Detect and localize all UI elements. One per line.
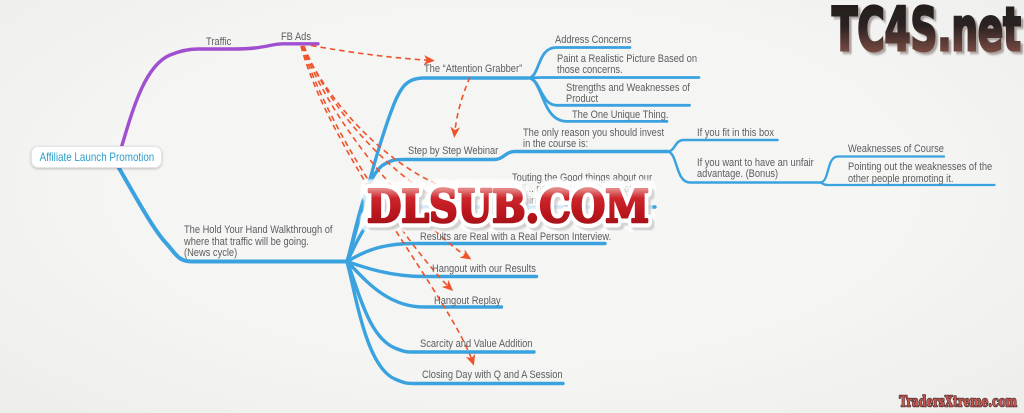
- node-unfair-advantage[interactable]: If you want to have an unfair advantage.…: [697, 156, 814, 181]
- node-attention-grabber[interactable]: The “Attention Grabber”: [424, 62, 523, 75]
- watermark-center: DLSUB.COM DLSUB.COM DLSUB.COM DLSUB.COM: [357, 170, 659, 243]
- node-closing-day[interactable]: Closing Day with Q and A Session: [422, 369, 563, 382]
- watermark-center-halo: DLSUB.COM: [367, 180, 649, 233]
- watermark-center-text: DLSUB.COM: [367, 180, 649, 233]
- node-fb-ads[interactable]: FB Ads: [280, 30, 311, 43]
- node-hangout-replay[interactable]: Hangout Replay: [433, 294, 501, 307]
- node-pointing-out[interactable]: Pointing out the weaknesses of the other…: [848, 161, 993, 185]
- root-label: Affiliate Launch Promotion: [39, 150, 154, 164]
- node-results-real[interactable]: Results are Real with a Real Person Inte…: [419, 230, 611, 243]
- branch-results-real: [345, 241, 607, 264]
- node-only-reason[interactable]: The only reason you should invest in the…: [522, 126, 664, 151]
- node-traffic[interactable]: Traffic: [206, 35, 232, 48]
- watermark-bottom-right-text: TradersXtreme.com: [899, 393, 1017, 410]
- branch-hangout-replay: [345, 259, 504, 309]
- crosslink-fbads-results: [303, 45, 495, 228]
- node-scarcity[interactable]: Scarcity and Value Addition: [419, 338, 532, 351]
- branch-scarcity: [345, 259, 536, 354]
- watermark-top-right: TC4S.net: [831, 0, 1022, 66]
- branch-closing-day: [345, 259, 565, 386]
- crosslink-attention-webinar: [450, 76, 471, 138]
- crosslink-fbads-hangout-results: [302, 45, 472, 260]
- crosslink-fbads-attention: [310, 44, 435, 65]
- node-fit-box[interactable]: If you fit in this box: [697, 127, 774, 139]
- branch-touting: [345, 205, 657, 264]
- branch-hangout-results: [345, 259, 539, 279]
- node-address-concerns[interactable]: Address Concerns: [555, 33, 632, 46]
- node-hold-your-hand[interactable]: The Hold Your Hand Walkthrough of where …: [184, 224, 333, 260]
- crosslink-fbads-touting: [302, 45, 469, 197]
- node-step-webinar[interactable]: Step by Step Webinar: [407, 145, 498, 157]
- node-one-unique-thing[interactable]: The One Unique Thing.: [572, 109, 669, 122]
- node-strengths-weaknesses[interactable]: Strengths and Weaknesses of Product: [565, 81, 690, 106]
- watermark-bottom-right: TradersXtreme.com: [899, 392, 1019, 410]
- watermark-top-right-text: TC4S.net: [832, 0, 1021, 64]
- branch-unfair: [665, 150, 822, 184]
- watermark-center-shadow: DLSUB.COM: [370, 184, 652, 237]
- node-hangout-results[interactable]: Hangout with our Results: [432, 262, 536, 275]
- branch-weaknesses-course: [818, 155, 946, 184]
- node-root[interactable]: Affiliate Launch Promotion: [31, 146, 162, 168]
- crosslink-fbads-closing: [300, 45, 476, 366]
- branch-step-webinar: [345, 149, 669, 264]
- node-paint-picture[interactable]: Paint a Realistic Picture Based on those…: [556, 52, 697, 77]
- crosslink-arrows-layer: [300, 44, 495, 366]
- branch-pointing-out: [818, 181, 996, 187]
- watermark-center-gloss: DLSUB.COM: [367, 180, 649, 233]
- branch-hold-your-hand: [114, 161, 349, 264]
- branch-one-unique: [526, 76, 669, 123]
- node-weaknesses-course[interactable]: Weaknesses of Course: [847, 142, 944, 155]
- branch-traffic: [118, 42, 320, 154]
- node-touting[interactable]: Touting the Good things about our sell..…: [511, 171, 652, 207]
- crosslink-fbads-hangout-replay: [301, 45, 454, 291]
